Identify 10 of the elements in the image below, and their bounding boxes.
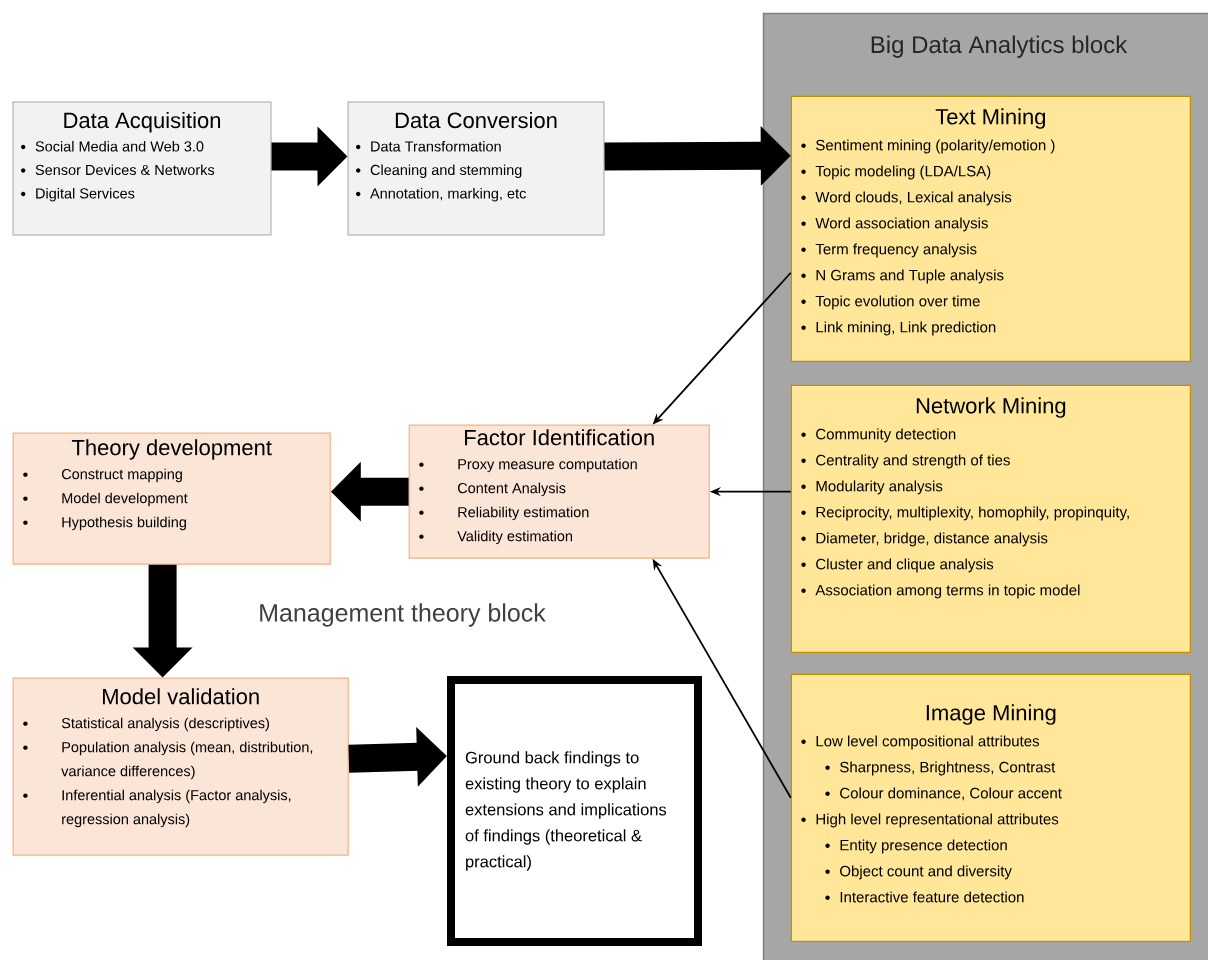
- process-box: Factor Identification Proxy measure computation Content Analysis Reliability estimation Validity estimation: [408, 424, 710, 559]
- method-box: Network Mining Community detection Centrality and strength of ties Modularity analysis Reciprocity, multiplexity, homophily, propinquity, Diameter, bridge, distance analysis Cluster and clique analysis Association among terms in topic model: [790, 384, 1191, 653]
- method-box: Text Mining Sentiment mining (polarity/emotion ) Topic modeling (LDA/LSA) Word clouds, Lexical analysis Word association analysis Term frequency analysis N Grams and Tuple analysis Topic evolution over time Link mining, Link prediction: [790, 95, 1191, 362]
- outcome-box: Ground back findings to existing theory to explain extensions and implications of findings (theoretical & practical): [447, 676, 702, 946]
- method-box: Image Mining Low level compositional attributes Sharpness, Brightness, Contrast Colour dominance, Colour accent High level representational attributes Entity presence detection Object count and diversity Interactive feature detection: [790, 673, 1191, 942]
- process-box: Data Conversion Data Transformation Cleaning and stemming Annotation, marking, etc: [347, 101, 605, 236]
- process-box: Data Acquisition Social Media and Web 3.0 Sensor Devices & Networks Digital Services: [12, 101, 272, 236]
- process-box: Theory development Construct mapping Model development Hypothesis building: [12, 432, 331, 565]
- block-label: Management theory block: [260, 603, 546, 627]
- process-box: Model validation Statistical analysis (descriptives) Population analysis (mean, distribution, variance differences) Inferential analysis (Factor analysis, regression analysis): [12, 677, 349, 856]
